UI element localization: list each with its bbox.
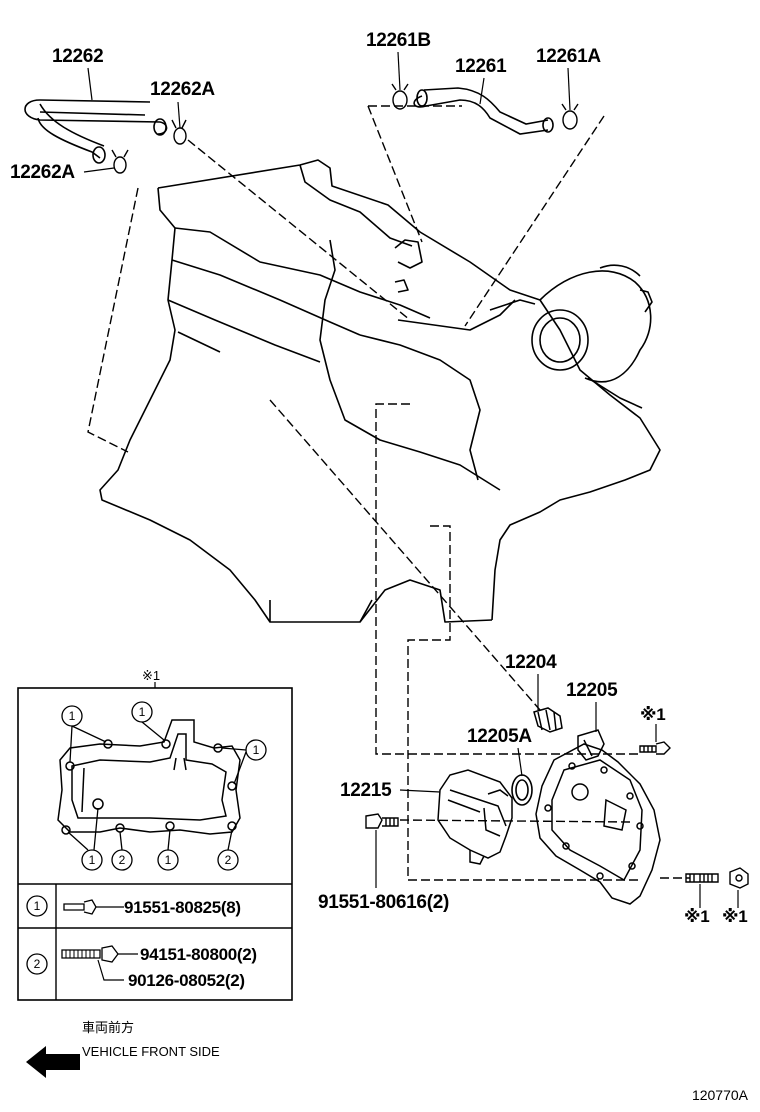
legend-row-2: 2 94151-80800(2) 90126-08052(2): [26, 945, 257, 990]
label-12262A-left: 12262A: [10, 162, 75, 183]
cover-plate: [535, 743, 661, 905]
legend-marker-1: 1: [34, 899, 41, 913]
pcv-valve-12204: [533, 707, 563, 733]
svg-text:1: 1: [69, 709, 76, 723]
leader-lines: [87, 105, 690, 881]
svg-text:1: 1: [253, 743, 260, 757]
inset-title: ※1: [142, 668, 160, 683]
svg-text:1: 1: [89, 853, 96, 867]
inset-callout-numbers: 1 1 1 1 2 1 2: [69, 705, 260, 867]
label-12262A-top: 12262A: [150, 79, 215, 100]
label-12205A: 12205A: [467, 726, 532, 747]
label-12261B: 12261B: [366, 30, 431, 51]
bolt-91551-80616: [365, 813, 399, 829]
bolt-right-top: [639, 741, 671, 755]
legend-part-90126-08052: 90126-08052(2): [128, 971, 245, 990]
svg-text:1: 1: [139, 705, 146, 719]
hose-12262: [24, 99, 168, 164]
clamp-12262A-top: [171, 119, 187, 145]
direction-label-en: VEHICLE FRONT SIDE: [82, 1044, 220, 1059]
legend-part-91551-80825: 91551-80825(8): [124, 898, 241, 917]
legend-row-1: 1 91551-80825(8): [26, 895, 241, 917]
label-12204: 12204: [505, 652, 557, 673]
gasket-12205A: [511, 774, 533, 806]
note-mark-3: ※1: [722, 907, 747, 926]
engine-block-illustration: [99, 159, 661, 623]
label-12205: 12205: [566, 680, 618, 701]
direction-label-jp: 車両前方: [82, 1020, 134, 1035]
hose-12261: [413, 87, 554, 135]
legend-marker-2: 2: [34, 957, 41, 971]
union-12205: [577, 729, 605, 761]
inset-gasket-outline: [57, 719, 241, 835]
label-12262: 12262: [52, 46, 103, 67]
inset-callouts: [61, 701, 267, 871]
legend-part-94151-80800: 94151-80800(2): [140, 945, 257, 964]
svg-text:1: 1: [165, 853, 172, 867]
label-12261: 12261: [455, 56, 507, 77]
note-mark-2: ※1: [684, 907, 709, 926]
stud-bolt-right: [685, 873, 719, 883]
clamp-12261A: [561, 103, 579, 130]
clamp-12262A-left: [111, 149, 129, 174]
nut-right: [729, 867, 749, 889]
svg-text:2: 2: [225, 853, 232, 867]
label-12215: 12215: [340, 780, 392, 801]
svg-text:2: 2: [119, 853, 126, 867]
label-12261A: 12261A: [536, 46, 601, 67]
label-91551-80616: 91551-80616(2): [318, 892, 449, 913]
figure-code: 120770A: [692, 1087, 749, 1103]
oil-separator-12215: [437, 769, 513, 865]
note-mark-1: ※1: [640, 705, 665, 724]
vehicle-front-arrow-icon: [26, 1046, 80, 1078]
clamp-12261B: [391, 83, 409, 110]
